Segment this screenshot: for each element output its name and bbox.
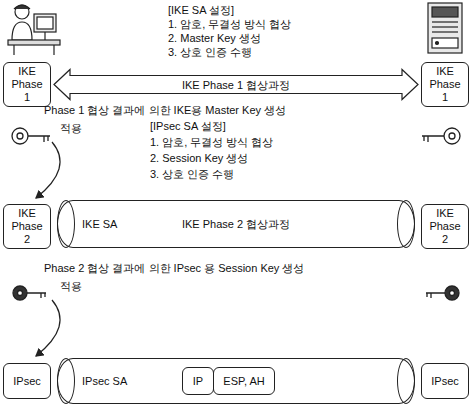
tunnel-label: IPsec SA bbox=[82, 375, 127, 387]
note-text: 1. 암호, 무결성 방식 협상 bbox=[168, 18, 291, 31]
note-text: 적용 bbox=[60, 122, 82, 135]
phase-box: IKE Phase 1 bbox=[421, 62, 469, 107]
tunnel-cap bbox=[57, 200, 75, 248]
ipsec-box: IPsec bbox=[3, 363, 51, 399]
edge-label: IKE Phase 1 협상과정 bbox=[180, 78, 292, 91]
phase-box: IKE Phase 1 bbox=[3, 62, 51, 107]
node-label: ESP, AH bbox=[223, 375, 264, 388]
session-key-left bbox=[13, 286, 46, 300]
server-icon bbox=[428, 3, 462, 53]
note-text: Phase 1 협상 결과에 의한 IKE용 Master Key 생성 bbox=[44, 104, 286, 117]
apply-arrow bbox=[36, 300, 60, 356]
header-box: ESP, AH bbox=[213, 367, 275, 395]
phase-box: IKE Phase 2 bbox=[421, 204, 469, 249]
sa-tunnel: IKE SA IKE Phase 2 협상과정 bbox=[57, 200, 415, 248]
negotiation-arrow bbox=[54, 70, 418, 100]
note-text: 적용 bbox=[60, 280, 82, 293]
node-label: IKE Phase 2 bbox=[425, 207, 465, 246]
node-label: IP bbox=[193, 375, 203, 388]
node-label: IKE Phase 2 bbox=[7, 207, 47, 246]
node-label: IKE Phase 1 bbox=[7, 65, 47, 104]
tunnel-cap bbox=[57, 358, 75, 404]
note-text: 3. 상호 인증 수행 bbox=[168, 46, 252, 59]
user-icon bbox=[8, 5, 60, 55]
node-label: IPsec bbox=[431, 375, 459, 388]
tunnel-cap bbox=[397, 200, 415, 248]
sa-tunnel: IPsec SA IP ESP, AH bbox=[57, 358, 415, 404]
master-key-left bbox=[12, 128, 50, 144]
note-text: 1. 암호, 무결성 방식 협상 bbox=[150, 136, 273, 149]
phase-box: IKE Phase 2 bbox=[3, 204, 51, 249]
note-text: Phase 2 협상 결과에 의한 IPsec 용 Session Key 생성 bbox=[44, 262, 304, 275]
tunnel-cap bbox=[397, 358, 415, 404]
section-heading: [IPsec SA 설정] bbox=[150, 120, 226, 133]
apply-arrow bbox=[36, 142, 60, 198]
note-text: 2. Master Key 생성 bbox=[168, 32, 261, 45]
note-text: 2. Session Key 생성 bbox=[150, 152, 248, 165]
note-text: 3. 상호 인증 수행 bbox=[150, 168, 234, 181]
tunnel-label: IKE SA bbox=[82, 218, 117, 230]
ipsec-box: IPsec bbox=[421, 363, 469, 399]
master-key-right bbox=[422, 128, 460, 144]
tunnel-label: IKE Phase 2 협상과정 bbox=[182, 217, 290, 232]
node-label: IKE Phase 1 bbox=[425, 65, 465, 104]
section-heading: [IKE SA 설정] bbox=[168, 4, 234, 17]
node-label: IPsec bbox=[13, 375, 41, 388]
session-key-right bbox=[426, 286, 459, 300]
header-box: IP bbox=[182, 367, 214, 395]
